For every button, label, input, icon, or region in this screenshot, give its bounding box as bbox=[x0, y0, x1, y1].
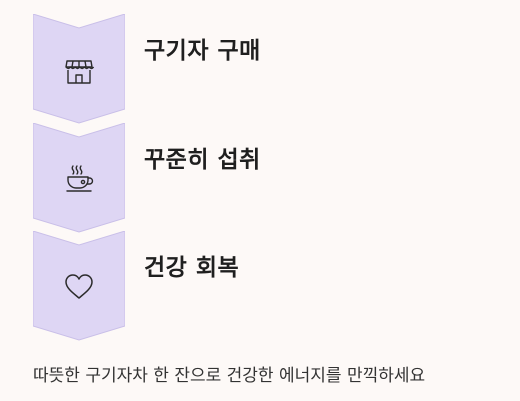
step-2-chevron bbox=[33, 123, 125, 233]
heart-icon bbox=[64, 272, 94, 302]
step-3-chevron bbox=[33, 231, 125, 341]
storefront-icon bbox=[64, 56, 94, 86]
process-steps: 구기자 구매 꾸준히 섭취 bbox=[0, 14, 520, 341]
step-1-chevron bbox=[33, 14, 125, 124]
step-2: 꾸준히 섭취 bbox=[0, 123, 520, 233]
step-3: 건강 회복 bbox=[0, 231, 520, 341]
step-1: 구기자 구매 bbox=[0, 14, 520, 124]
step-1-title: 구기자 구매 bbox=[144, 38, 261, 64]
step-3-title: 건강 회복 bbox=[144, 255, 240, 281]
tea-cup-icon bbox=[64, 164, 94, 194]
step-2-title: 꾸준히 섭취 bbox=[144, 147, 261, 173]
caption-text: 따뜻한 구기자차 한 잔으로 건강한 에너지를 만끽하세요 bbox=[33, 366, 426, 386]
